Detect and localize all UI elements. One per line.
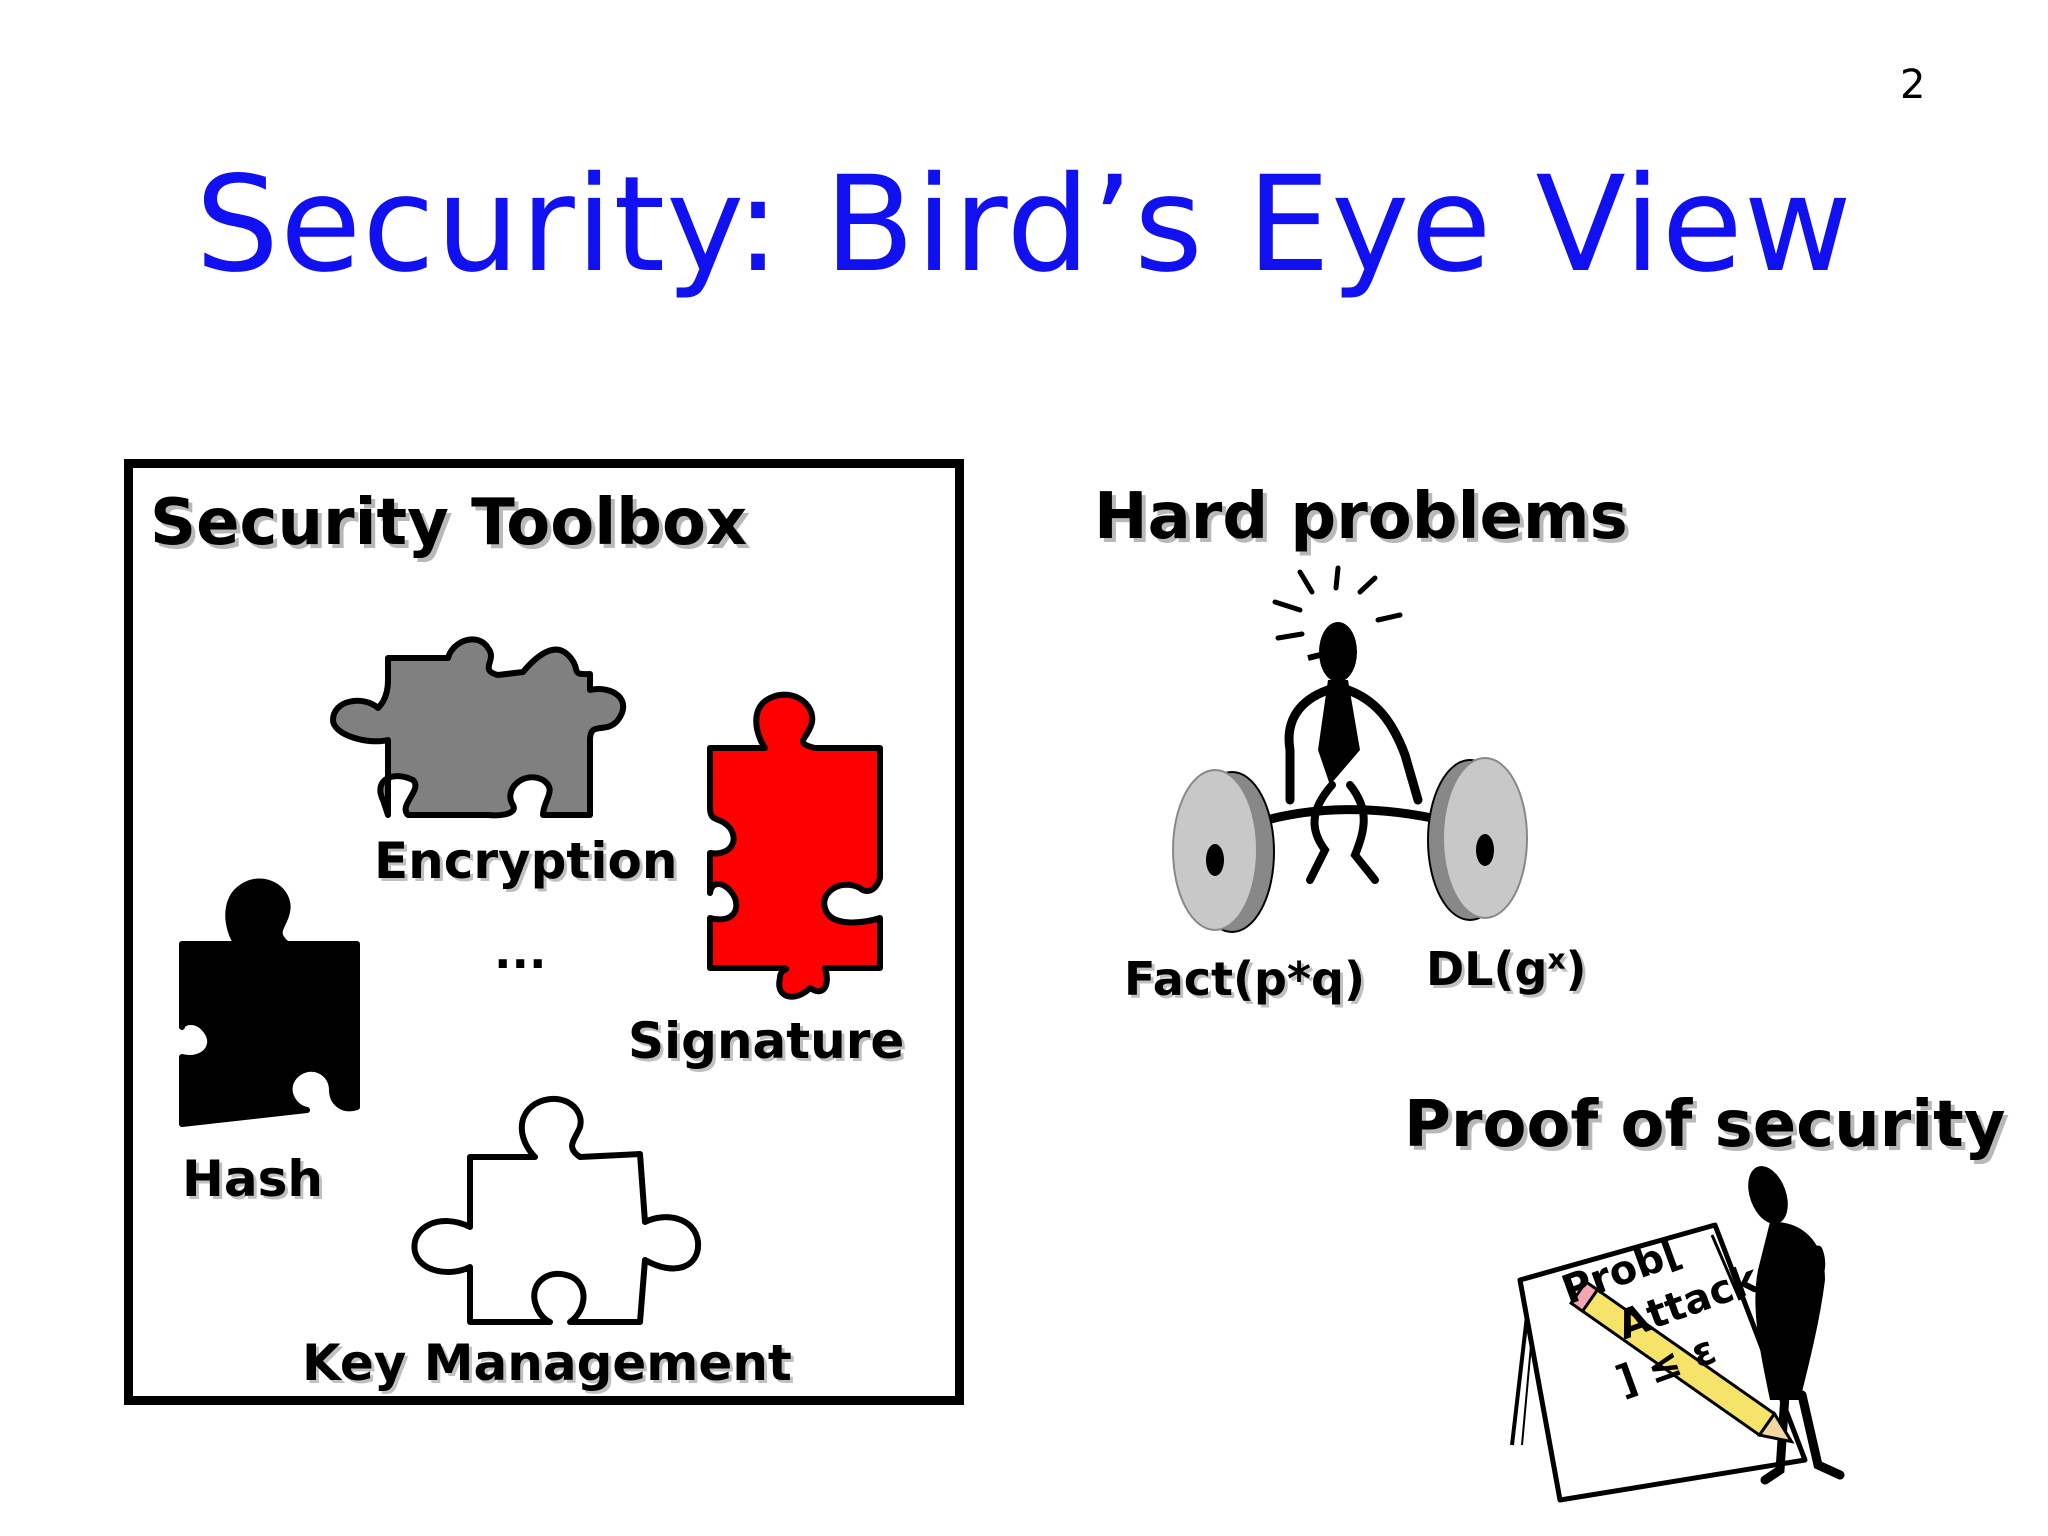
signature-puzzle-piece-icon bbox=[707, 691, 883, 1000]
hard-problems-heading: Hard problems bbox=[1094, 480, 1628, 554]
security-toolbox-frame bbox=[124, 459, 964, 1405]
encryption-puzzle-piece-icon bbox=[330, 636, 627, 819]
discrete-log-base: DL(g bbox=[1426, 942, 1548, 996]
hash-puzzle-piece-icon bbox=[179, 878, 360, 1127]
weightlifter-icon bbox=[1172, 565, 1528, 933]
slide-number: 2 bbox=[1900, 62, 1926, 108]
signature-label: Signature bbox=[628, 1012, 905, 1070]
key-management-puzzle-piece-icon bbox=[411, 1095, 702, 1325]
toolbox-ellipsis: ... bbox=[494, 925, 547, 979]
discrete-log-close: ) bbox=[1565, 942, 1587, 996]
factoring-label: Fact(p*q) bbox=[1124, 952, 1365, 1006]
discrete-log-exponent: x bbox=[1547, 942, 1566, 976]
toolbox-heading: Security Toolbox bbox=[150, 486, 748, 560]
key-management-label: Key Management bbox=[302, 1334, 792, 1392]
proof-of-security-heading: Proof of security bbox=[1404, 1088, 2006, 1162]
encryption-label: Encryption bbox=[374, 832, 678, 890]
person-writing-icon bbox=[1510, 1166, 1845, 1503]
hash-label: Hash bbox=[182, 1150, 323, 1208]
discrete-log-label: DL(gx) bbox=[1426, 942, 1587, 996]
slide-title: Security: Bird’s Eye View bbox=[195, 148, 1853, 302]
